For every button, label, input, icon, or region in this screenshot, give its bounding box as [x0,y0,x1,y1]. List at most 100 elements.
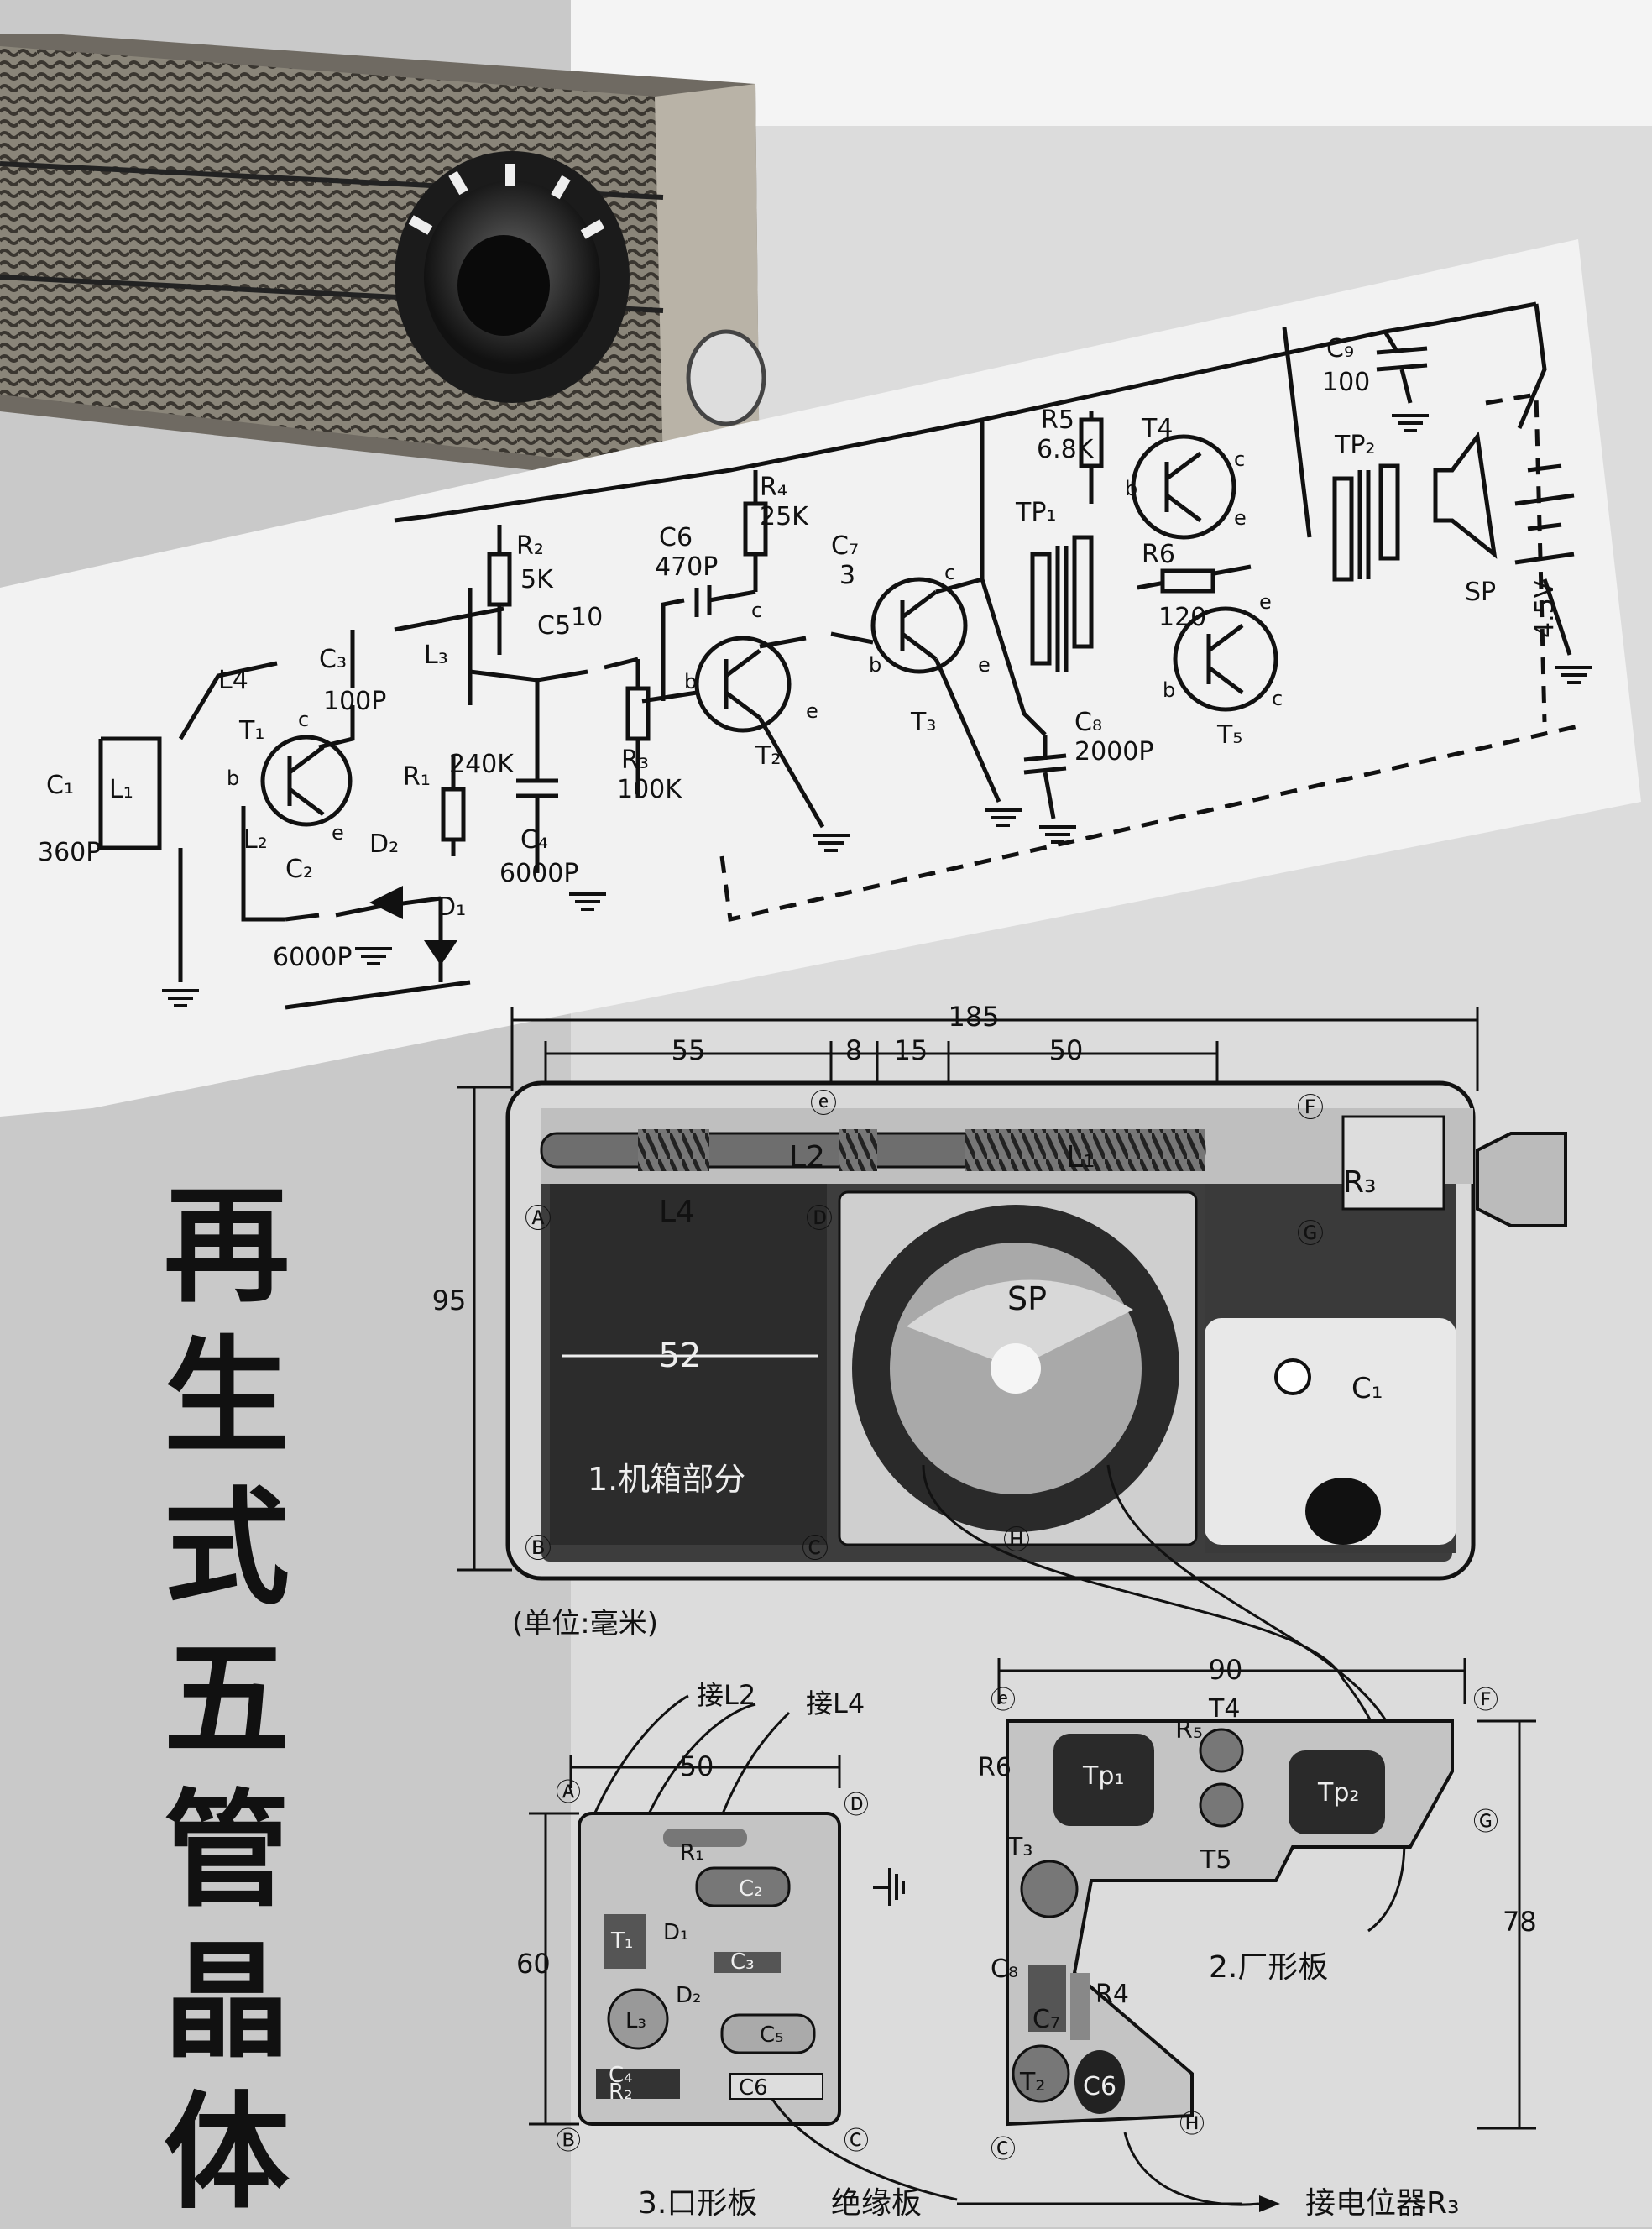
c5-u-label: C₅ [760,2022,784,2048]
tp2-transformer [1289,1750,1385,1834]
c9-value: 100 [1322,368,1370,397]
point-f-board: Ⓕ [1473,1686,1498,1715]
r2-label: R₂ [516,531,544,561]
pin-label: c [1234,447,1245,471]
c6-label: C6 [659,523,693,552]
point-e: ⓔ [810,1087,837,1119]
potentiometer-r3 [1341,1115,1446,1211]
l1-part-label: L₁ [1066,1140,1095,1175]
c7-label: C₇ [831,531,859,561]
pin-label: b [684,670,697,693]
d1-u-label: D₁ [663,1920,688,1945]
r2-value: 5K [520,565,554,594]
point-a-board: Ⓐ [556,1778,581,1808]
c1-label: C₁ [46,771,74,800]
r4-label: R₄ [760,473,787,502]
c6-u-part [729,2073,823,2100]
point-c-u-board: Ⓒ [844,2127,869,2156]
title-char: 管 [163,1778,290,1924]
section-compartment [550,1184,827,1545]
c5-value: 10 [571,603,603,632]
l3-u-label: L₃ [625,2008,646,2033]
r4-value: 25K [760,502,809,531]
c8-value: 2000P [1074,737,1153,767]
title-char: 式 [163,1476,290,1622]
sp-label: SP [1465,578,1496,607]
l2-label: L₂ [243,825,268,855]
r6-label: R6 [1142,540,1175,569]
l4-coil [638,1129,709,1171]
r5-label: R5 [1041,406,1074,435]
r1-u-label: R₁ [680,1840,704,1865]
dim-15: 15 [894,1034,928,1066]
r1-value: 240K [449,750,515,779]
ground-symbol [873,1868,905,1906]
c7-value: 3 [839,561,855,590]
tp2-label: TP₂ [1334,431,1375,460]
c5-label: C5 [537,611,571,641]
circuit-schematic: C₁ 360P L₁ L4 T₁ L₂ C₂ 6000P C₃ 100P D₂ … [0,239,1641,1117]
board-l-height: 78 [1503,1906,1537,1938]
dim-95: 95 [432,1285,467,1316]
t1-part [604,1914,646,1969]
chassis-caption: 1.机箱部分 [588,1461,745,1498]
l3-part [607,1988,669,2050]
d2-label: D₂ [369,829,399,859]
battery-label: 4.5V [1530,580,1560,638]
pin-label: c [944,561,955,584]
radio-photo [0,34,766,495]
t4-label: T4 [1141,414,1173,443]
tuning-capacitor [1205,1318,1456,1545]
dim-50: 50 [1049,1034,1084,1066]
insulator-label: 绝缘板 [831,2186,922,2221]
d2-u-label: D₂ [676,1983,701,2008]
c4-label: C₄ [520,825,548,855]
c2-u-label: C₂ [739,1876,763,1902]
l-shaped-board: 90 78 R6 Tp₁ R₅ T4 T5 Tp₂ T₃ C₈ C₇ R4 T₂… [978,1654,1537,2221]
l1-coil [965,1129,1205,1171]
r1-label: R₁ [403,762,431,792]
u-shaped-board: 50 60 接L2 接L4 R₁ C₂ T₁ C₃ L₃ C₅ C₄ R₂ D₁… [516,1679,1242,2221]
speaker-wires [922,1464,1406,1933]
tp1-transformer [1053,1734,1154,1826]
t3-board-label: T₃ [1006,1833,1032,1862]
point-g-board: Ⓖ [1473,1808,1498,1837]
r1-part [663,1829,747,1847]
c4-u-label: C₄ [609,2063,633,2088]
point-g: Ⓖ [1297,1217,1324,1249]
c6-board-label: C6 [1083,2072,1116,2101]
c3-label: C₃ [319,645,347,674]
point-e-board: ⓔ [991,1686,1016,1715]
t3-label: T₃ [910,708,936,737]
unit-note: (单位:毫米) [512,1607,658,1640]
c4-r2-part [596,2069,680,2099]
c2-value: 6000P [273,943,352,972]
to-l2-label: 接L2 [697,1679,755,1711]
pin-label: b [869,653,881,677]
pin-label: e [1259,590,1272,614]
point-a: Ⓐ [525,1202,552,1234]
l3-label: L₃ [424,641,448,670]
r6-value: 120 [1158,603,1206,632]
r2-u-label: R₂ [609,2080,633,2105]
t5-transistor [1199,1782,1244,1828]
l2-part-label: L2 [789,1140,825,1175]
dim-total: 185 [948,1001,999,1033]
dim-52: 52 [659,1337,702,1375]
c5-part [720,2013,816,2054]
pin-label: c [751,599,762,622]
ground-symbols [162,414,1592,1007]
t5-label: T₅ [1216,720,1242,750]
pin-label: e [978,653,991,677]
title-char: 再 [163,1174,290,1320]
l2-coil [839,1129,877,1171]
point-c-board: Ⓒ [991,2135,1016,2164]
c1-value: 360P [38,838,101,867]
c2-part [695,1866,791,1907]
r3-value: 100K [617,775,682,804]
t4-transistor [1199,1728,1244,1773]
t2-board-label: T₂ [1019,2068,1045,2097]
tp2-board-label: Tp₂ [1317,1778,1359,1808]
pin-label: c [1272,687,1283,710]
